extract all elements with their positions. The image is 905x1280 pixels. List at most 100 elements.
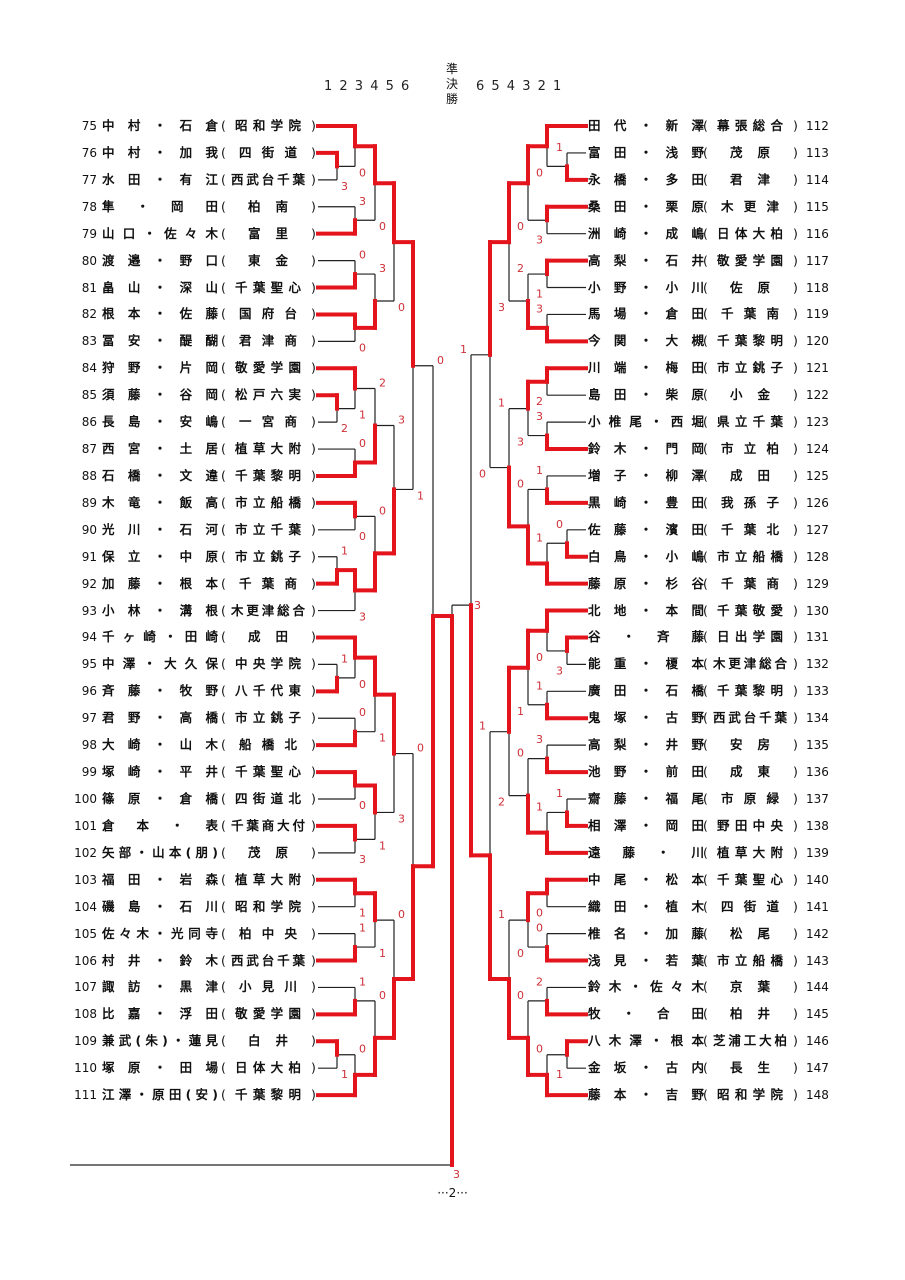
paren-close: ) [793,1033,798,1049]
entry-row: 相澤・岡田(野田中央)138 [0,818,905,834]
paren-open: ( [221,306,226,322]
entry-number: 77 [81,172,97,187]
match-score: 0 [536,907,543,920]
match-score: 0 [517,989,524,1002]
pair-name: 永橋・多田 [588,171,704,187]
paren-close: ) [793,548,798,564]
match-score: 1 [536,679,543,692]
school-name: 西武台千葉 [231,952,305,968]
pair-name: 冨安・醍醐 [102,333,218,349]
paren-close: ) [793,225,798,241]
entry-number: 103 [74,872,97,887]
pair-name: 光川・石河 [102,521,218,537]
match-score: 1 [460,343,467,356]
paren-close: ) [793,306,798,322]
pair-name: 佐々木・光同寺 [102,925,218,941]
pair-name: 渡邉・野口 [102,252,218,268]
school-name: 成田 [730,467,770,483]
paren-close: ) [793,467,798,483]
entry-row: 廣田・石橋(千葉黎明)133 [0,683,905,699]
paren-open: ( [703,925,708,941]
entry-number: 85 [81,388,97,403]
entry-number: 109 [74,1034,97,1049]
paren-close: ) [311,602,316,618]
match-score: 3 [556,664,563,677]
paren-close: ) [793,575,798,591]
entry-row: 高梨・井野(安房)135 [0,737,905,753]
school-name: 千葉黎明 [717,333,783,349]
paren-open: ( [703,1006,708,1022]
school-name: 松戸六実 [235,387,301,403]
paren-open: ( [703,225,708,241]
pair-name: 保立・中原 [102,548,218,564]
pair-name: 廣田・石橋 [588,683,704,699]
entry-number: 101 [74,818,97,833]
paren-open: ( [221,844,226,860]
paren-close: ) [793,952,798,968]
match-score: 1 [556,787,563,800]
paren-close: ) [793,198,798,214]
match-score: 3 [536,410,543,423]
entry-number: 132 [806,657,829,672]
pair-name: 北地・本間 [588,602,704,618]
school-name: 市立銚子 [235,548,301,564]
paren-close: ) [793,683,798,699]
school-name: 市原緑 [721,791,779,806]
paren-close: ) [311,656,316,672]
entry-number: 127 [806,522,829,537]
paren-close: ) [311,521,316,537]
entry-row: 川端・梅田(市立銚子)121 [0,360,905,376]
entry-number: 89 [81,495,97,510]
school-name: 日出学園 [717,629,783,645]
match-score: 0 [536,651,543,664]
match-score: 0 [437,354,444,367]
paren-close: ) [311,387,316,403]
paren-close: ) [793,1060,798,1076]
pair-name: 福田・岩森 [102,871,218,887]
school-name: 中央学院 [235,656,301,672]
match-score: 0 [379,220,386,233]
pair-name: 根本・佐藤 [102,306,218,322]
paren-open: ( [221,1006,226,1022]
match-score: 3 [517,436,524,449]
entry-row: 金坂・古内(長生)147 [0,1060,905,1076]
paren-close: ) [793,1087,798,1103]
paren-close: ) [311,764,316,780]
pair-name: 隼・岡田 [102,198,218,214]
entry-number: 108 [74,1007,97,1022]
school-name: 市立船橋 [717,548,783,564]
pair-name: 中澤・大久保 [102,656,218,672]
pair-name: 齋藤・福尾 [588,791,704,806]
paren-open: ( [703,656,708,672]
pair-name: 藤本・吉野 [588,1087,704,1103]
match-score: 1 [341,1068,348,1081]
paren-close: ) [311,306,316,322]
entry-number: 148 [806,1088,829,1103]
entry-row: 中尾・松本(千葉聖心)140 [0,872,905,888]
match-score: 1 [379,839,386,852]
paren-open: ( [703,791,708,806]
school-name: 昭和学院 [235,898,301,914]
school-name: 千葉商 [721,575,779,591]
paren-open: ( [703,360,708,376]
pair-name: 田代・新澤 [588,118,704,133]
paren-close: ) [311,360,316,376]
school-name: 佐原 [730,279,770,295]
school-name: 千葉商 [239,575,297,591]
pair-name: 鬼塚・古野 [588,710,704,726]
entry-row: 富田・浅野(茂原)113 [0,145,905,161]
paren-open: ( [221,225,226,241]
paren-open: ( [221,575,226,591]
pair-name: 狩野・片岡 [102,360,218,376]
paren-close: ) [793,118,798,133]
entry-number: 93 [81,603,97,618]
left-round-numbers: 1 2 3 4 5 6 [324,79,410,94]
paren-open: ( [221,171,226,187]
paren-close: ) [311,252,316,268]
